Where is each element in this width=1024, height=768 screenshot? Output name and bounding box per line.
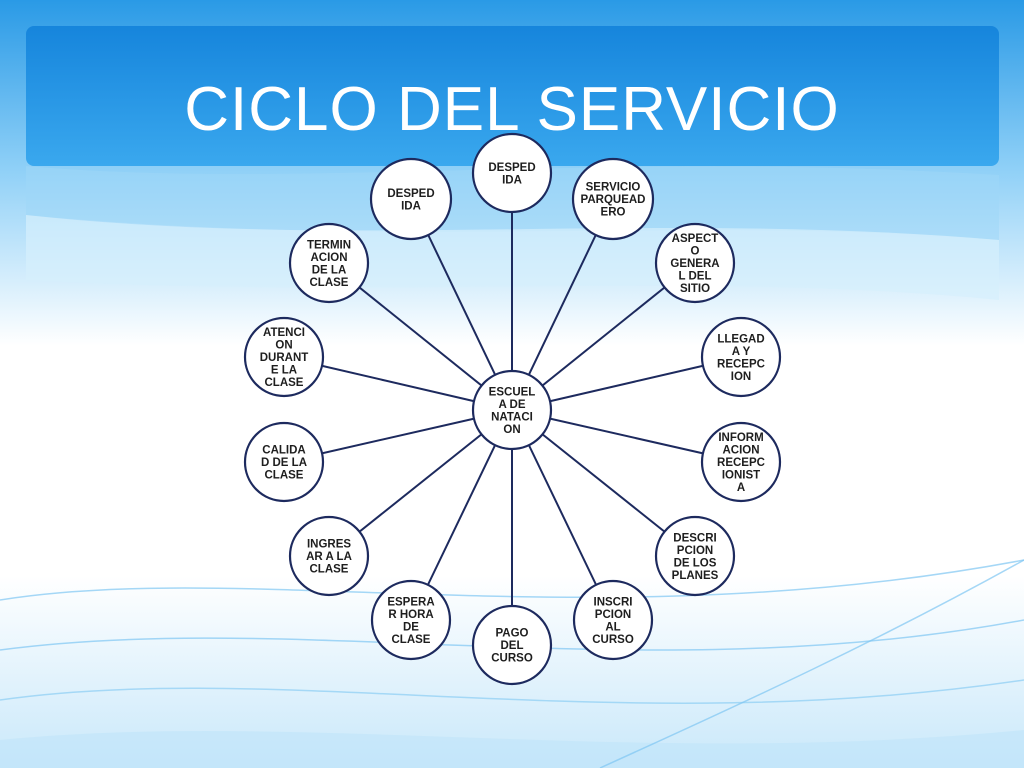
node-servicio-parqueadero-circle (571, 157, 655, 241)
node-ingresar-clase-circle (288, 515, 370, 597)
center-node-escuela-circle (471, 369, 553, 451)
node-despedida-left-circle (369, 157, 453, 241)
slide-title: CICLO DEL SERVICIO (184, 75, 840, 144)
node-atencion-clase-circle (243, 316, 325, 398)
node-inscripcion-curso-circle (572, 579, 654, 661)
node-aspecto-general-circle (654, 222, 736, 304)
node-pago-curso-circle (471, 604, 553, 686)
node-informacion-recepcionista-circle (700, 421, 782, 503)
node-espera-hora-circle (370, 579, 452, 661)
node-llegada-recepcion-circle (700, 316, 782, 398)
node-terminacion-clase-circle (288, 222, 370, 304)
node-descripcion-planes-circle (654, 515, 736, 597)
node-calidad-clase-circle (243, 421, 325, 503)
node-despedida-top-circle (471, 132, 553, 214)
